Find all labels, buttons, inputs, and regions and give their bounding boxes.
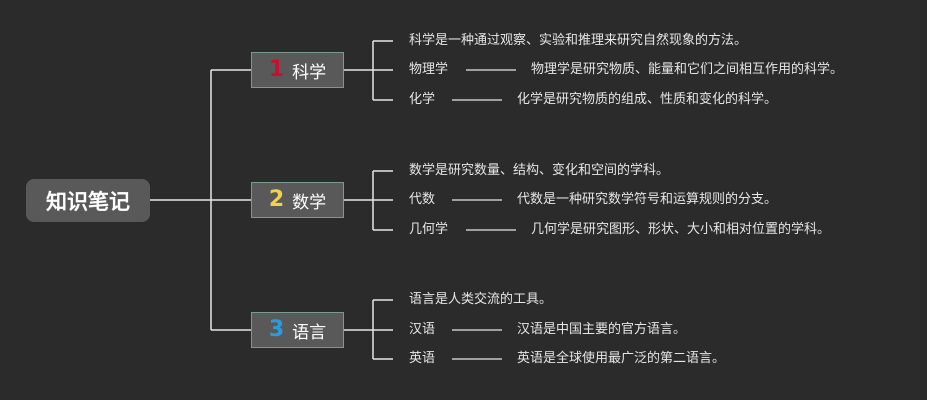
leaf-definition-math: 数学是研究数量、结构、变化和空间的学科。 [409,163,670,178]
branch-node-language[interactable]: 3 语言 [251,312,344,348]
leaf-definition-science: 科学是一种通过观察、实验和推理来研究自然现象的方法。 [409,33,748,48]
leaf-term-algebra: 代数 [409,192,436,207]
branch-number-badge: 2 [268,187,285,212]
leaf-definition-chemistry: 化学是研究物质的组成、性质和变化的科学。 [517,92,778,107]
root-node[interactable]: 知识笔记 [26,179,150,222]
branch-label: 科学 [292,62,327,83]
leaf-term-physics: 物理学 [409,62,449,77]
leaf-definition-algebra: 代数是一种研究数学符号和运算规则的分支。 [517,192,778,207]
leaf-definition-english: 英语是全球使用最广泛的第二语言。 [517,351,726,366]
branch-label: 语言 [292,322,327,343]
leaf-definition-language: 语言是人类交流的工具。 [409,292,553,307]
leaf-term-chinese: 汉语 [409,322,436,337]
branch-label: 数学 [292,192,327,213]
branch-node-math[interactable]: 2 数学 [251,182,344,218]
leaf-definition-geometry: 几何学是研究图形、形状、大小和相对位置的学科。 [531,222,831,237]
leaf-term-chemistry: 化学 [409,92,436,107]
leaf-term-geometry: 几何学 [409,222,449,237]
leaf-definition-chinese: 汉语是中国主要的官方语言。 [517,322,687,337]
branch-number-badge: 1 [268,57,285,82]
root-label: 知识笔记 [46,189,130,214]
branch-node-science[interactable]: 1 科学 [251,52,344,88]
leaf-term-english: 英语 [409,351,436,366]
leaf-definition-physics: 物理学是研究物质、能量和它们之间相互作用的科学。 [531,62,844,77]
branch-number-badge: 3 [268,317,285,342]
